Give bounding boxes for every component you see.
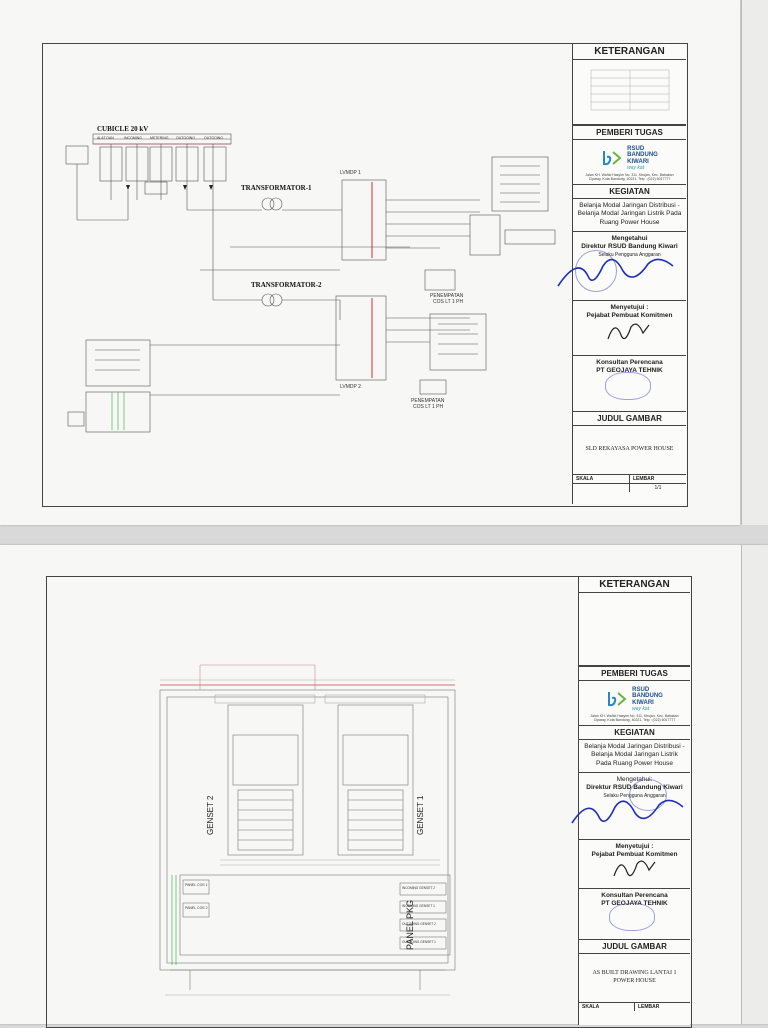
- keterangan-heading: KETERANGAN: [573, 44, 686, 60]
- transformator-2-label: TRANSFORMATOR-2: [251, 281, 322, 289]
- rsud-logo: RSUD BANDUNG KIWARI way kat: [573, 140, 686, 173]
- cubicle-col-4: OUTGOING: [176, 136, 196, 140]
- rsud-logo: RSUD BANDUNG KIWARI way kat: [579, 681, 690, 714]
- company-stamp: [605, 372, 651, 400]
- menyetujui-section: Menyetujui : Pejabat Pembuat Komitmen: [579, 840, 690, 889]
- genset-2-label: GENSET 2: [206, 795, 215, 835]
- penempatan-2-sub: COS LT 1 PH: [413, 404, 444, 410]
- outgoing-genset-1-label: OUTGOING GENSET 1: [402, 940, 436, 944]
- drawing-sheet-1: CUBICLE 20 kV ALAT DAN INCOMING METERING…: [0, 0, 740, 525]
- lembar-label: LEMBAR: [638, 1004, 660, 1010]
- lvmdp-1-label: LVMDP 1: [340, 170, 361, 176]
- company-stamp: [609, 903, 655, 931]
- floor-plan-drawing: [159, 664, 456, 996]
- signature: [571, 799, 684, 824]
- legend-area: [579, 593, 690, 666]
- penempatan-1-sub: COS LT 1 PH: [433, 299, 464, 305]
- next-page-edge: [741, 0, 768, 525]
- judul-gambar-text: SLD REKAYASA POWER HOUSE: [573, 426, 686, 475]
- sheet-frame: [42, 43, 688, 507]
- official-stamp: [575, 250, 617, 292]
- mengetahui-section: Mengetahui Direktur RSUD Bandung Kiwari …: [557, 232, 686, 301]
- scale-sheet-row: SKALA LEMBAR: [579, 1003, 690, 1011]
- outgoing-genset-2-label: OUTGOING GENSET 2: [402, 922, 436, 926]
- kegiatan-heading: KEGIATAN: [573, 185, 686, 199]
- pemberi-tugas-heading: PEMBERI TUGAS: [573, 125, 686, 140]
- kegiatan-text: Belanja Modal Jaringan Distribusi - Bela…: [573, 199, 686, 232]
- judul-gambar-text: AS BUILT DRAWING LANTAI 1 POWER HOUSE: [579, 954, 690, 1003]
- kegiatan-heading: KEGIATAN: [579, 726, 690, 740]
- transformator-1-label: TRANSFORMATOR-1: [241, 184, 312, 192]
- skala-label: SKALA: [573, 475, 630, 483]
- address-text: Jalan KH. Wahid Hasyim No. 311, Kbujan, …: [590, 713, 679, 722]
- scale-sheet-values: 1/1: [573, 483, 686, 492]
- keterangan-heading: KETERANGAN: [579, 577, 690, 593]
- mengetahui-section: Mengetahui: Direktur RSUD Bandung Kiwari…: [571, 773, 690, 840]
- panel-cos-1-label: PANEL COS 1: [185, 883, 208, 887]
- penempatan-2-label: PENEMPATAN: [411, 398, 445, 404]
- official-stamp: [629, 779, 667, 811]
- single-line-diagram: [65, 133, 556, 433]
- kegiatan-text: Belanja Modal Jaringan Distribusi - Bela…: [579, 740, 690, 773]
- genset-1-label: GENSET 1: [416, 795, 425, 835]
- pemberi-tugas-heading: PEMBERI TUGAS: [579, 666, 690, 681]
- legend-grid: [590, 69, 670, 111]
- lembar-value: 1/1: [654, 485, 662, 491]
- lembar-label: LEMBAR: [633, 476, 655, 482]
- incoming-genset-1-label: INCOMING GENSET 1: [402, 904, 435, 908]
- drawing-sheet-2: GENSET 2 GENSET 1 PANEL PKG PANEL COS 1 …: [0, 545, 768, 1028]
- panel-cos-2-label: PANEL COS 2: [185, 906, 208, 910]
- cubicle-col-2: INCOMING: [124, 136, 142, 140]
- rsud-logo-icon: [603, 151, 622, 166]
- incoming-genset-2-label: INCOMING GENSET 2: [402, 886, 435, 890]
- scale-sheet-row: SKALA LEMBAR: [573, 475, 686, 483]
- skala-label: SKALA: [579, 1003, 635, 1011]
- address-text: Jalan KH. Wahid Hasyim No. 311, Kbujan, …: [585, 172, 674, 181]
- title-block: KETERANGAN PEMBERI TUGAS RSUD: [557, 44, 686, 504]
- konsultan-section: Konsultan Perencana PT GEOJAYA TEHNIK: [579, 889, 690, 940]
- signature: [607, 323, 650, 340]
- cubicle-title: CUBICLE 20 kV: [97, 125, 149, 133]
- next-page-edge: [741, 545, 768, 1024]
- judul-gambar-heading: JUDUL GAMBAR: [573, 412, 686, 426]
- title-block: KETERANGAN PEMBERI TUGAS RSUD BANDUNG KI…: [571, 577, 690, 1025]
- cubicle-col-3: METERING: [150, 136, 169, 140]
- konsultan-section: Konsultan Perencana PT GEOJAYA TEHNIK: [573, 356, 686, 412]
- judul-gambar-heading: JUDUL GAMBAR: [579, 940, 690, 954]
- cubicle-col-1: ALAT DAN: [97, 136, 114, 140]
- signature: [613, 860, 656, 877]
- rsud-logo-icon: [608, 692, 627, 707]
- legend-table: [573, 60, 686, 125]
- menyetujui-section: Menyetujui : Pejabat Pembuat Komitmen: [573, 301, 686, 356]
- penempatan-1-label: PENEMPATAN: [430, 293, 464, 299]
- signature: [557, 258, 674, 287]
- lvmdp-2-label: LVMDP 2: [340, 384, 361, 390]
- cubicle-col-5: OUTGOING: [204, 136, 224, 140]
